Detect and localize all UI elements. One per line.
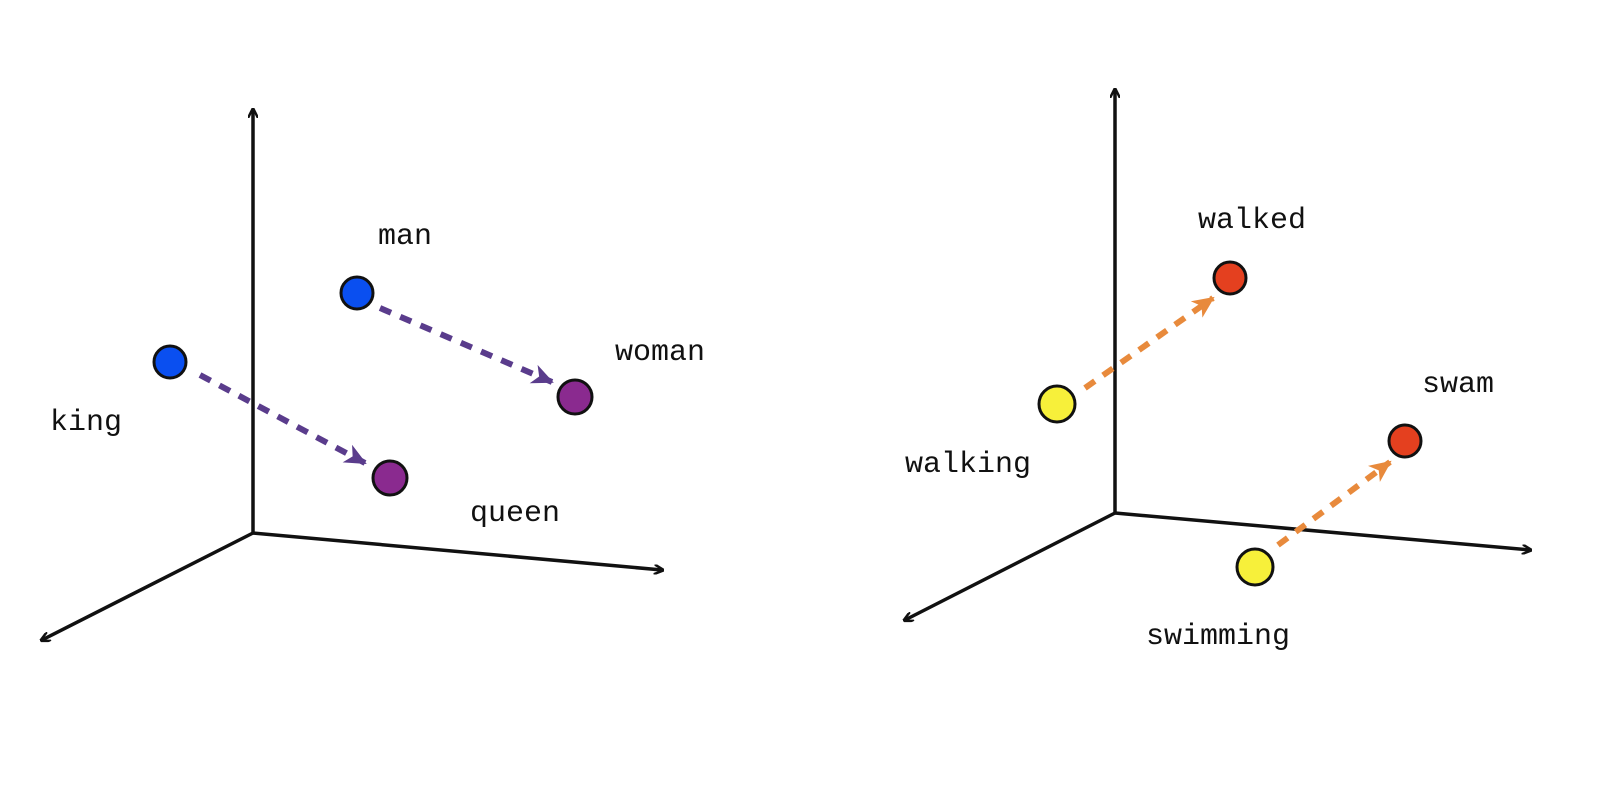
label-man: man [378,220,432,254]
arrow-swimming-swam [1276,459,1392,548]
axes [42,110,662,640]
x-axis [252,531,662,570]
label-woman: woman [615,336,705,370]
point-king [152,344,188,380]
arrow-king-queen [198,372,367,466]
label-swam: swam [1422,368,1494,402]
point-swam [1387,423,1423,459]
axes [905,90,1530,620]
point-swimming [1235,547,1275,587]
point-woman [556,378,594,416]
point-walked [1212,260,1248,296]
arrow-man-woman [378,305,554,385]
point-queen [371,459,409,497]
label-walked: walked [1198,204,1306,238]
label-swimming: swimming [1146,620,1290,654]
label-walking: walking [905,448,1031,482]
point-man [339,275,375,311]
arrow-walking-walked [1083,295,1215,391]
verb-tense-panel: walking walked swimming swam [905,90,1530,654]
label-king: king [50,406,122,440]
gender-panel: king man woman queen [42,110,705,640]
z-axis [42,531,254,640]
point-walking [1037,384,1077,424]
z-axis [905,511,1116,620]
label-queen: queen [470,497,560,531]
x-axis [1114,511,1530,550]
